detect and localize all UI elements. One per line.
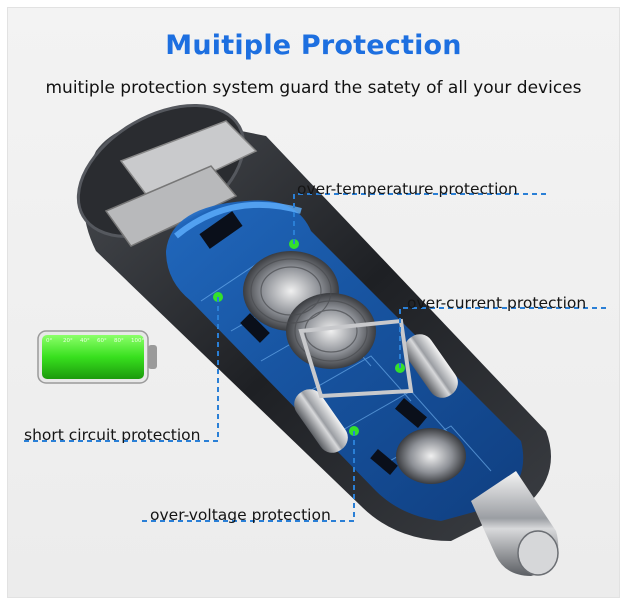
- label-over-voltage: over-voltage protection: [150, 506, 331, 524]
- page-subtitle: muitiple protection system guard the sat…: [45, 78, 582, 98]
- callout-lines: [21, 193, 609, 522]
- battery-icon: 0° 20° 40° 60° 80° 100°: [37, 330, 157, 384]
- car-charger-illustration: 0° 20° 40° 60° 80° 100°: [21, 103, 609, 576]
- label-over-temperature: over-temperature protection: [297, 180, 518, 198]
- battery-scale-tick: 80°: [114, 338, 124, 344]
- battery-scale-tick: 20°: [63, 338, 73, 344]
- product-image-frame: 0° 20° 40° 60° 80° 100° Muitiple Protection m…: [7, 7, 620, 598]
- label-short-circuit: short circuit protection: [24, 426, 201, 444]
- battery-scale-tick: 0°: [46, 338, 52, 344]
- battery-scale-tick: 60°: [97, 338, 107, 344]
- battery-scale-tick: 40°: [80, 338, 90, 344]
- side-contacts: [294, 318, 458, 453]
- page-title: Muitiple Protection: [165, 30, 462, 61]
- label-over-current: over-current protection: [407, 294, 587, 312]
- battery-scale-tick: 100°: [131, 338, 144, 344]
- charger-tip: [471, 471, 559, 576]
